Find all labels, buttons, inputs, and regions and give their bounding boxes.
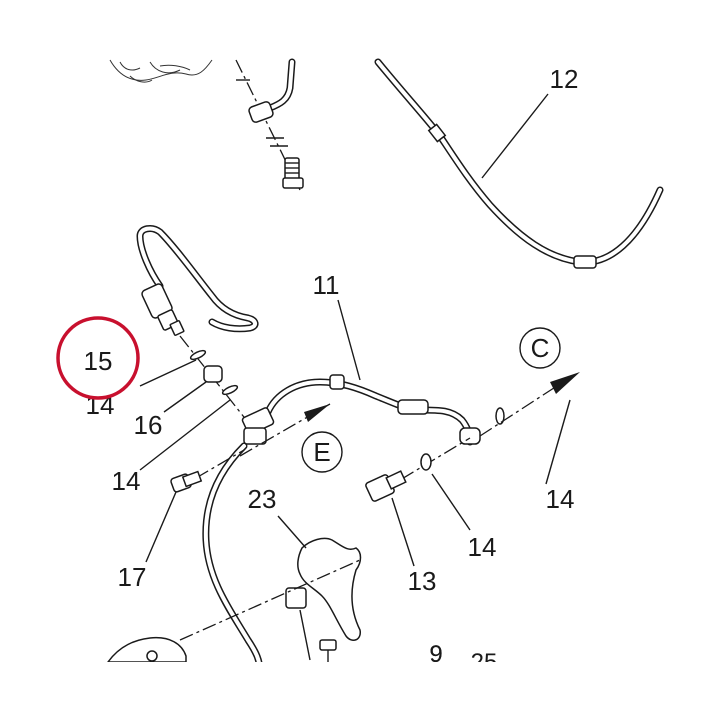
callout-9-visible: 9: [429, 641, 442, 668]
lower-part-sketch: [106, 636, 187, 663]
bracket-23: [179, 537, 362, 662]
marker-e-label: E: [313, 437, 330, 467]
callout-16: 16: [134, 410, 163, 440]
bolt-17: [170, 470, 203, 493]
junction-fitting: [195, 403, 331, 676]
callout-11: 11: [313, 270, 340, 300]
marker-c-circle: [519, 327, 561, 369]
brake-light-switch-assembly: [136, 225, 263, 441]
callout-14-c: 14: [546, 484, 575, 514]
callout-13: 13: [408, 566, 437, 596]
marker-c-label: C: [531, 333, 550, 363]
arrow-e-icon: [304, 404, 330, 422]
marker-c: C: [519, 327, 561, 369]
bolt-13: [365, 437, 471, 502]
bottom-crop-mask: [0, 662, 720, 720]
callout-9: 9: [429, 641, 442, 668]
callout-15: 15: [84, 346, 113, 376]
engine-sketch: [109, 59, 213, 83]
hose-12: [374, 58, 664, 269]
marker-e-circle: [301, 431, 343, 473]
marker-e: E: [301, 431, 343, 473]
dash-line-c: [479, 372, 580, 437]
callout-14-b: 14: [112, 466, 141, 496]
callout-17: 17: [118, 562, 147, 592]
callout-14-d: 14: [468, 532, 497, 562]
hose-11: [264, 299, 505, 446]
callout-12: 12: [550, 64, 579, 94]
leader-lines: [139, 359, 571, 661]
highlight-circle: [56, 316, 140, 400]
upper-banjo-assembly: [235, 58, 304, 191]
arrow-c-icon: [550, 372, 580, 394]
callout-23: 23: [248, 484, 277, 514]
